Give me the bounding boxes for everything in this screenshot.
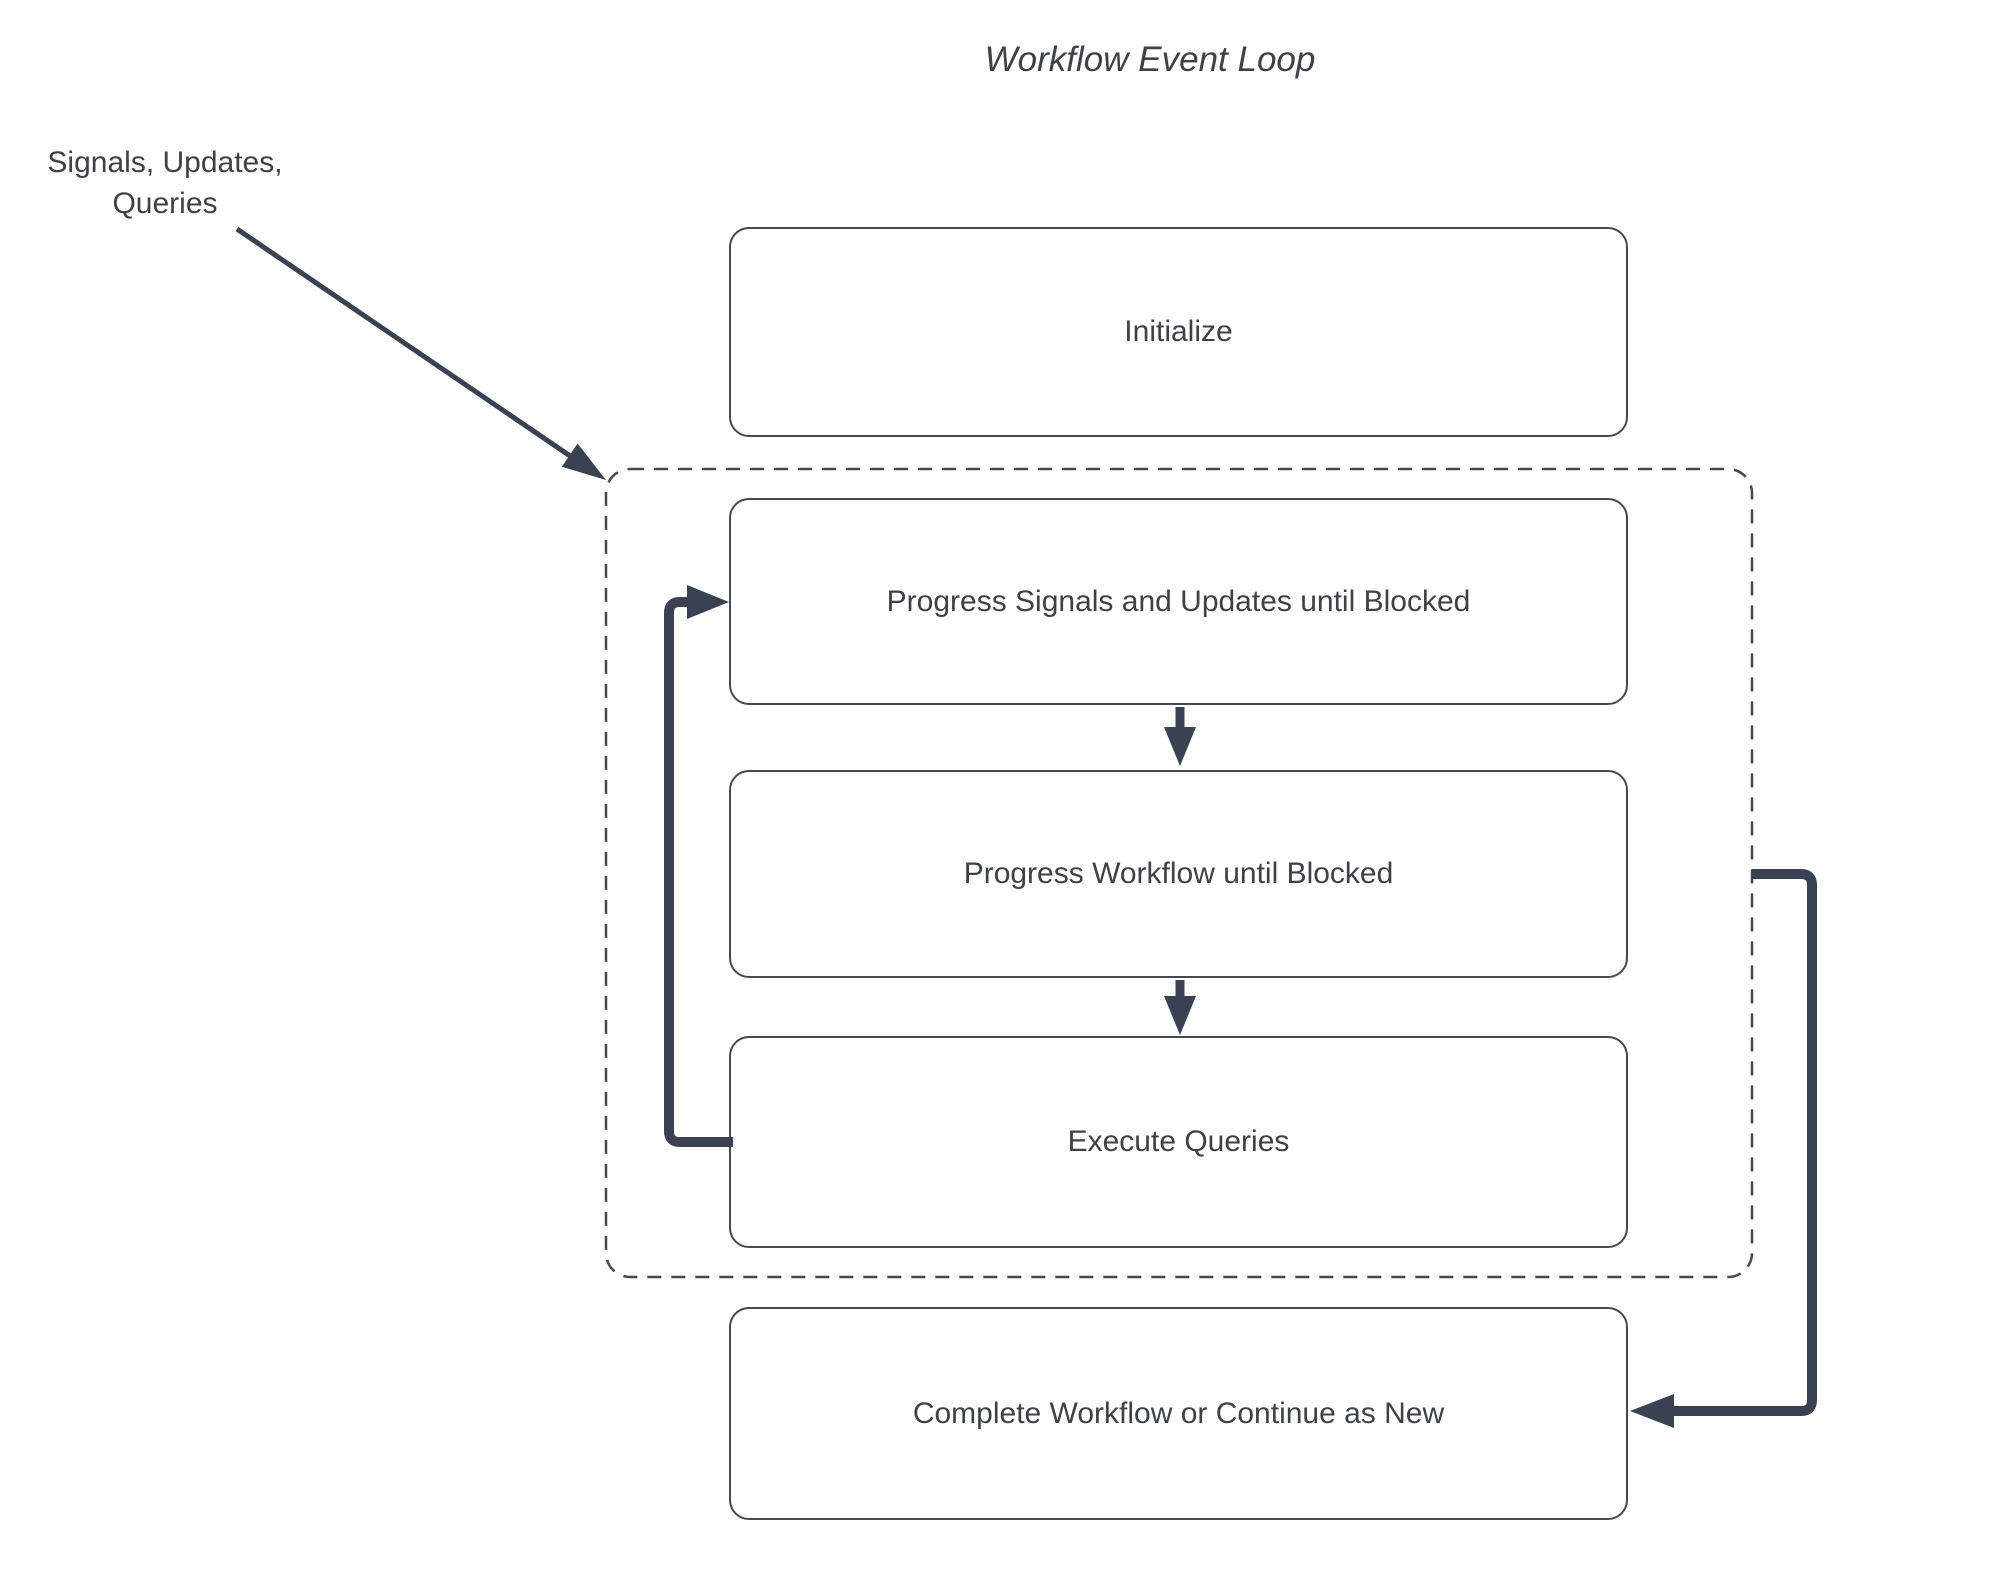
- external-events-label-line2: Queries: [112, 187, 218, 220]
- node-progress-signals: Progress Signals and Updates until Block…: [729, 498, 1628, 705]
- node-progress-workflow-label: Progress Workflow until Blocked: [963, 857, 1394, 890]
- node-progress-signals-label: Progress Signals and Updates until Block…: [886, 584, 1471, 618]
- arrow-signals-to-workflow-head-icon: [1164, 727, 1196, 766]
- loop-back-arrowhead-icon: [687, 585, 729, 619]
- node-initialize: Initialize: [729, 227, 1628, 437]
- continue-as-new-connector: [1630, 869, 1817, 1428]
- node-complete-workflow-label: Complete Workflow or Continue as New: [912, 1396, 1445, 1430]
- node-progress-workflow: Progress Workflow until Blocked: [729, 770, 1628, 978]
- continue-as-new-connector-line: [1674, 869, 1817, 1416]
- external-events-label-line1: Signals, Updates,: [47, 146, 283, 179]
- external-events-label: Signals, Updates, Queries: [15, 142, 315, 224]
- arrow-workflow-to-queries: [1164, 980, 1196, 1035]
- incoming-events-arrow: [235, 226, 606, 480]
- incoming-events-arrowhead-icon: [561, 443, 606, 480]
- node-execute-queries-label: Execute Queries: [1067, 1125, 1290, 1158]
- arrow-signals-to-workflow: [1164, 707, 1196, 766]
- diagram-title: Workflow Event Loop: [984, 40, 1316, 79]
- loop-back-connector: [664, 585, 733, 1147]
- node-complete-workflow: Complete Workflow or Continue as New: [729, 1307, 1628, 1520]
- loop-back-connector-line: [664, 597, 733, 1147]
- incoming-events-arrow-line: [235, 226, 578, 463]
- node-execute-queries: Execute Queries: [729, 1036, 1628, 1248]
- node-initialize-label: Initialize: [1124, 315, 1233, 348]
- continue-as-new-arrowhead-icon: [1630, 1394, 1674, 1428]
- arrow-workflow-to-queries-head-icon: [1164, 996, 1196, 1035]
